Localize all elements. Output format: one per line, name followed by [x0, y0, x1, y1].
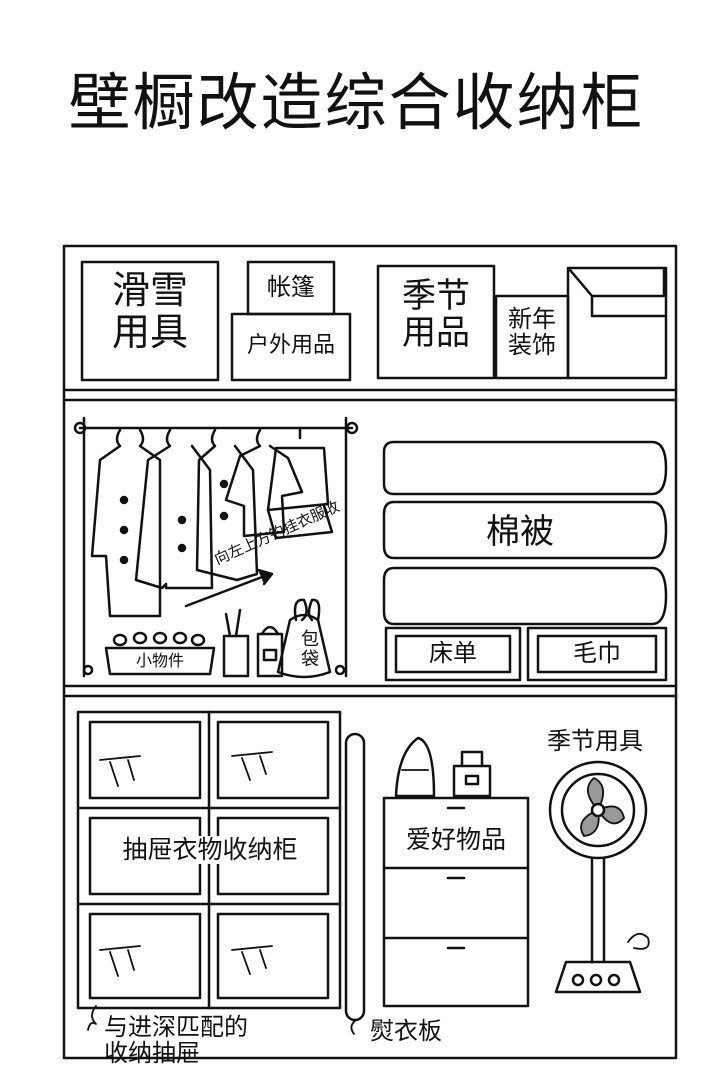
iron: [394, 736, 436, 798]
towel-stack: [526, 626, 668, 682]
coat-3: [195, 428, 259, 582]
outdoor-label: 户外用品: [246, 333, 335, 358]
towel-label: 毛巾: [573, 639, 621, 667]
open-box: [566, 266, 668, 380]
fan-blades: [580, 777, 625, 837]
quilt-3: [382, 566, 668, 626]
hobby-label: 爱好物品: [405, 825, 506, 854]
drawer-cabinet-label: 抽屉衣物收纳柜: [100, 836, 320, 864]
quilt-2: [382, 500, 668, 560]
seasonal-box: [376, 264, 496, 380]
coat-1: [90, 428, 162, 618]
ironing-board-label: 熨衣板: [370, 1017, 442, 1045]
fan-base: [554, 960, 642, 994]
page-title: 壁橱改造综合收纳柜: [68, 66, 645, 139]
arrow: [184, 572, 272, 608]
quilt-1: [382, 440, 668, 496]
hobby-drawers: [382, 796, 530, 1008]
outdoor-box: [230, 312, 352, 382]
small-items-basket: [104, 646, 216, 676]
ski-label: 滑雪 用具: [111, 268, 188, 354]
bag-label: 包 袋: [301, 629, 319, 670]
tent-label: 帐篷: [267, 273, 315, 301]
shirt: [224, 428, 304, 538]
sheet-label: 床单: [429, 639, 477, 667]
newyear-label: 新年 装饰: [508, 305, 556, 360]
skirt-hanger: [266, 426, 334, 540]
ski-box: [80, 260, 220, 382]
sheet-stack: [384, 626, 522, 682]
quilt-label: 棉被: [486, 512, 554, 552]
seasonal-tools-label: 季节用具: [547, 727, 643, 755]
cabinet-frame: [62, 244, 678, 1060]
matching-drawer-label: 与进深匹配的 收纳抽屉: [104, 1013, 248, 1068]
cup: [222, 634, 250, 678]
small-items-label: 小物件: [135, 651, 184, 670]
fan-guard: [548, 760, 648, 860]
bag: [276, 613, 332, 679]
coat-2: [134, 428, 214, 590]
ironing-board: [344, 732, 366, 1022]
seasonal-label: 季节 用品: [402, 276, 470, 354]
toolbox: [452, 764, 492, 798]
